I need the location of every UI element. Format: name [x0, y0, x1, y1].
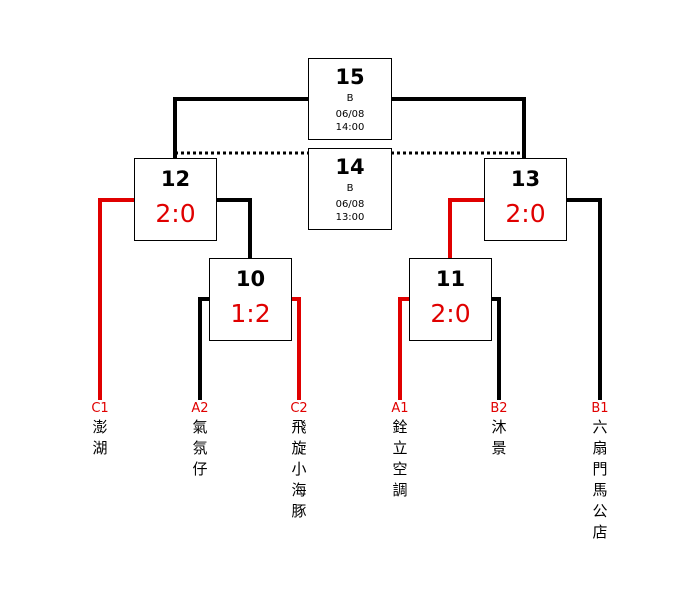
match-15-number: 15	[335, 65, 365, 89]
team-seed: B2	[490, 401, 508, 416]
match-11-number: 11	[435, 267, 466, 291]
match-15-date: 06/08	[335, 109, 365, 120]
match-10-score: 1:2	[230, 299, 271, 328]
match-13-score: 2:0	[505, 199, 546, 228]
match-14-group: B	[346, 183, 354, 194]
team-name: 沐景	[491, 418, 507, 457]
match-11-box: 11 2:0	[409, 258, 492, 341]
match-15-time: 14:00	[335, 122, 365, 133]
team-name: 銓立空調	[392, 418, 408, 499]
connector-12-right	[216, 198, 252, 260]
team-seed: C2	[290, 401, 308, 416]
match-15-group: B	[346, 93, 354, 104]
match-12-score: 2:0	[155, 199, 196, 228]
connector-13-right	[566, 198, 602, 400]
match-10-number: 10	[235, 267, 266, 291]
team-name: 飛旋小海豚	[291, 418, 307, 520]
connector-11-left	[398, 297, 409, 400]
team-slot: A2 氣氛仔	[188, 401, 212, 480]
match-14-time: 13:00	[335, 212, 365, 223]
team-slot: A1 銓立空調	[388, 401, 412, 501]
team-name: 氣氛仔	[192, 418, 208, 478]
team-slot: B2 沐景	[487, 401, 511, 459]
match-11-score: 2:0	[430, 299, 471, 328]
team-seed: C1	[91, 401, 109, 416]
team-name: 六扇門馬公店	[592, 418, 608, 541]
team-slot: C1 澎湖	[88, 401, 112, 459]
connector-final-left	[173, 97, 308, 158]
match-13-box: 13 2:0	[484, 158, 567, 241]
match-14-number: 14	[335, 155, 365, 179]
connector-13-left	[448, 198, 484, 260]
match-15-box: 15 B 06/08 14:00	[308, 58, 392, 140]
team-seed: B1	[591, 401, 609, 416]
match-13-number: 13	[510, 167, 541, 191]
team-seed: A1	[391, 401, 409, 416]
team-seed: A2	[191, 401, 209, 416]
match-12-number: 12	[160, 167, 191, 191]
team-slot: C2 飛旋小海豚	[287, 401, 311, 522]
connector-10-left	[198, 297, 209, 400]
connector-final-right	[391, 97, 526, 158]
match-14-date: 06/08	[335, 199, 365, 210]
match-12-box: 12 2:0	[134, 158, 217, 241]
connector-12-left	[98, 198, 134, 400]
match-14-box: 14 B 06/08 13:00	[308, 148, 392, 230]
team-slot: B1 六扇門馬公店	[588, 401, 612, 543]
connector-10-right	[291, 297, 301, 400]
connector-11-right	[491, 297, 501, 400]
match-10-box: 10 1:2	[209, 258, 292, 341]
team-name: 澎湖	[92, 418, 108, 457]
